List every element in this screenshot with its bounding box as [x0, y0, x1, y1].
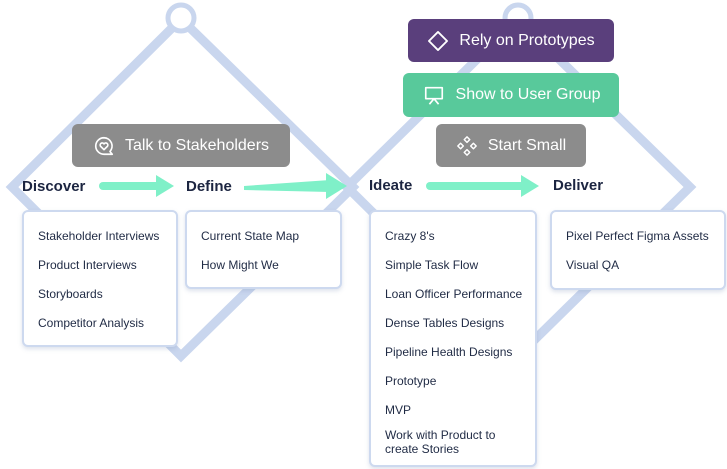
list-item: Loan Officer Performance: [385, 287, 523, 301]
arrow-discover-to-define: [99, 175, 174, 197]
diamond-icon: [428, 30, 449, 51]
phase-ideate: Ideate: [369, 177, 413, 194]
list-item: Competitor Analysis: [38, 316, 145, 330]
phase-deliver: Deliver: [553, 177, 604, 194]
list-item: MVP: [385, 403, 412, 417]
list-item: Work with Product to create Stories: [385, 428, 496, 456]
arrow-ideate-to-deliver: [426, 175, 539, 197]
discover-define-ring: [165, 2, 197, 34]
ideate-card: Crazy 8's Simple Task Flow Loan Officer …: [369, 210, 537, 467]
list-item: Current State Map: [201, 229, 300, 243]
discover-card: Stakeholder Interviews Product Interview…: [22, 210, 178, 347]
list-item: How Might We: [201, 258, 279, 272]
chat-heart-icon: [94, 136, 114, 155]
list-item: Crazy 8's: [385, 229, 435, 243]
deliver-card: Pixel Perfect Figma Assets Visual QA: [550, 210, 726, 290]
list-item: Prototype: [385, 374, 437, 388]
list-item: Storyboards: [38, 287, 103, 301]
phase-discover: Discover: [22, 178, 86, 195]
rely-on-prototypes-pill: Rely on Prototypes: [408, 19, 614, 62]
discover-define-diamond: [5, 12, 360, 363]
four-diamonds-icon: [456, 135, 477, 156]
arrow-define-to-ideate: [244, 173, 347, 199]
define-card: Current State Map How Might We: [185, 210, 342, 289]
phase-define: Define: [186, 178, 232, 195]
rely-on-prototypes-label: Rely on Prototypes: [459, 31, 595, 49]
start-small-pill: Start Small: [436, 124, 586, 167]
talk-to-stakeholders-pill: Talk to Stakeholders: [72, 124, 290, 167]
show-to-user-group-label: Show to User Group: [455, 86, 601, 103]
list-item: Product Interviews: [38, 258, 137, 272]
list-item: Visual QA: [566, 258, 620, 272]
show-to-user-group-pill: Show to User Group: [403, 73, 619, 117]
list-item: Simple Task Flow: [385, 258, 479, 272]
start-small-label: Start Small: [487, 136, 567, 154]
presentation-icon: [424, 86, 443, 105]
list-item: Dense Tables Designs: [385, 316, 505, 330]
talk-to-stakeholders-label: Talk to Stakeholders: [124, 136, 270, 154]
list-item: Pixel Perfect Figma Assets: [566, 229, 709, 243]
list-item: Stakeholder Interviews: [38, 229, 160, 243]
list-item: Pipeline Health Designs: [385, 345, 513, 359]
